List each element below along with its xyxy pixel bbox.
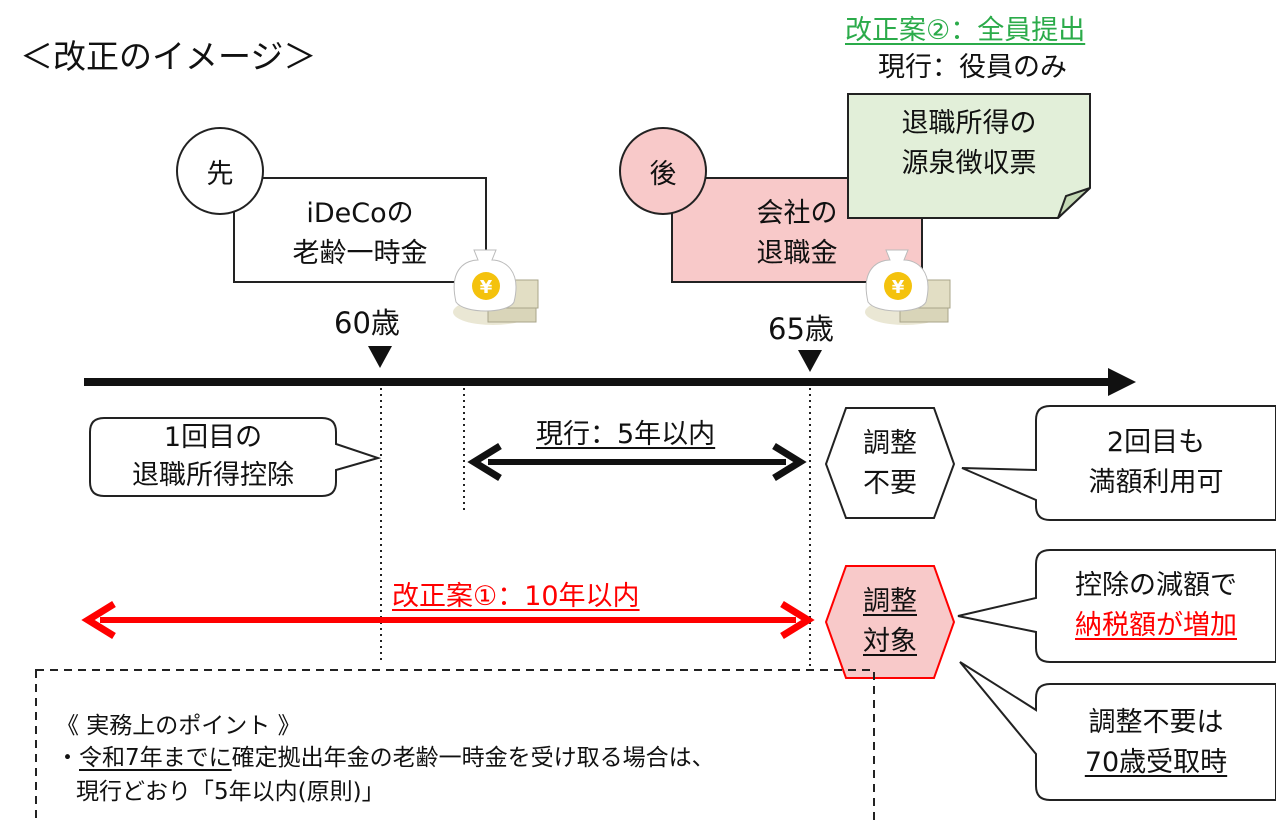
svg-text:¥: ¥ bbox=[480, 277, 493, 298]
points-bullet-prefix: ・ bbox=[56, 745, 79, 771]
proposal2-label: 改正案②：全員提出 bbox=[845, 15, 1086, 46]
points-bullet-rest: 確定拠出年金の老齢一時金を受け取る場合は、 bbox=[231, 745, 715, 771]
points-heading: 《 実務上のポイント 》 bbox=[56, 713, 301, 739]
first-deduction-line1: 1回目の bbox=[163, 422, 263, 453]
age60-label: 60歳 bbox=[334, 306, 400, 340]
full-use-line2: 満額利用可 bbox=[1088, 467, 1224, 498]
age70-callout bbox=[959, 661, 1276, 801]
proposal1-label: 改正案①：10年以内 bbox=[392, 581, 640, 612]
first-badge: 先 bbox=[176, 127, 264, 215]
adjustment-target-line2: 対象 bbox=[863, 626, 917, 657]
adjustment-target-hexagon bbox=[824, 565, 956, 679]
points-bullet-line2: 現行どおり「5年以内(原則)」 bbox=[76, 779, 385, 805]
first-deduction-text: 1回目の 退職所得控除 bbox=[90, 418, 336, 496]
company-line2: 退職金 bbox=[756, 238, 838, 269]
adjustment-target-line1: 調整 bbox=[863, 586, 917, 617]
ideco-box bbox=[233, 177, 487, 283]
age65-label: 65歳 bbox=[768, 312, 834, 346]
tax-increase-line2: 納税額が増加 bbox=[1075, 610, 1237, 641]
money-bag-icon: ¥ bbox=[453, 249, 539, 325]
no-adjustment-hexagon bbox=[824, 407, 956, 519]
full-use-callout bbox=[961, 405, 1276, 521]
second-badge: 後 bbox=[619, 127, 707, 215]
page-title: ＜改正のイメージ＞ bbox=[20, 37, 317, 76]
document-fold bbox=[1057, 187, 1091, 219]
company-retirement-label: 会社の 退職金 bbox=[672, 190, 922, 278]
svg-text:¥: ¥ bbox=[892, 277, 905, 298]
current-rule-label: 現行：5年以内 bbox=[536, 419, 716, 450]
withholding-document-label: 退職所得の 源泉徴収票 bbox=[848, 100, 1090, 188]
full-use-text: 2回目も 満額利用可 bbox=[1036, 418, 1276, 508]
points-bullet: ・令和7年までに確定拠出年金の老齢一時金を受け取る場合は、 bbox=[56, 738, 715, 772]
tax-increase-text: 控除の減額で 納税額が増加 bbox=[1036, 562, 1276, 650]
document-line1: 退職所得の bbox=[901, 108, 1037, 139]
current-officers-label: 現行：役員のみ bbox=[878, 52, 1067, 83]
full-use-line1: 2回目も bbox=[1106, 427, 1206, 458]
no-adjustment-text: 調整 不要 bbox=[826, 420, 954, 508]
first-deduction-line2: 退職所得控除 bbox=[132, 460, 294, 491]
ideco-line2: 老齢一時金 bbox=[292, 238, 428, 269]
company-line1: 会社の bbox=[756, 198, 838, 229]
age70-line2: 70歳受取時 bbox=[1084, 747, 1228, 778]
age60-marker bbox=[368, 346, 392, 368]
points-bullet-underlined: 令和7年までに bbox=[79, 745, 232, 771]
timeline-arrowhead bbox=[1108, 368, 1136, 396]
tax-increase-callout bbox=[957, 549, 1276, 663]
age70-text: 調整不要は 70歳受取時 bbox=[1036, 698, 1276, 788]
no-adjustment-line1: 調整 bbox=[863, 428, 917, 459]
document-line2: 源泉徴収票 bbox=[901, 148, 1037, 179]
age70-line1: 調整不要は bbox=[1088, 707, 1224, 738]
money-bag-icon: ¥ bbox=[865, 249, 951, 325]
tax-increase-line1: 控除の減額で bbox=[1075, 570, 1237, 601]
adjustment-target-text: 調整 対象 bbox=[826, 578, 954, 666]
points-box bbox=[35, 669, 875, 821]
ideco-lump-sum-label: iDeCoの 老齢一時金 bbox=[234, 190, 486, 278]
age65-marker bbox=[798, 350, 822, 372]
first-deduction-callout bbox=[89, 417, 382, 497]
ideco-line1: iDeCoの bbox=[306, 198, 414, 229]
no-adjustment-line2: 不要 bbox=[863, 468, 917, 499]
